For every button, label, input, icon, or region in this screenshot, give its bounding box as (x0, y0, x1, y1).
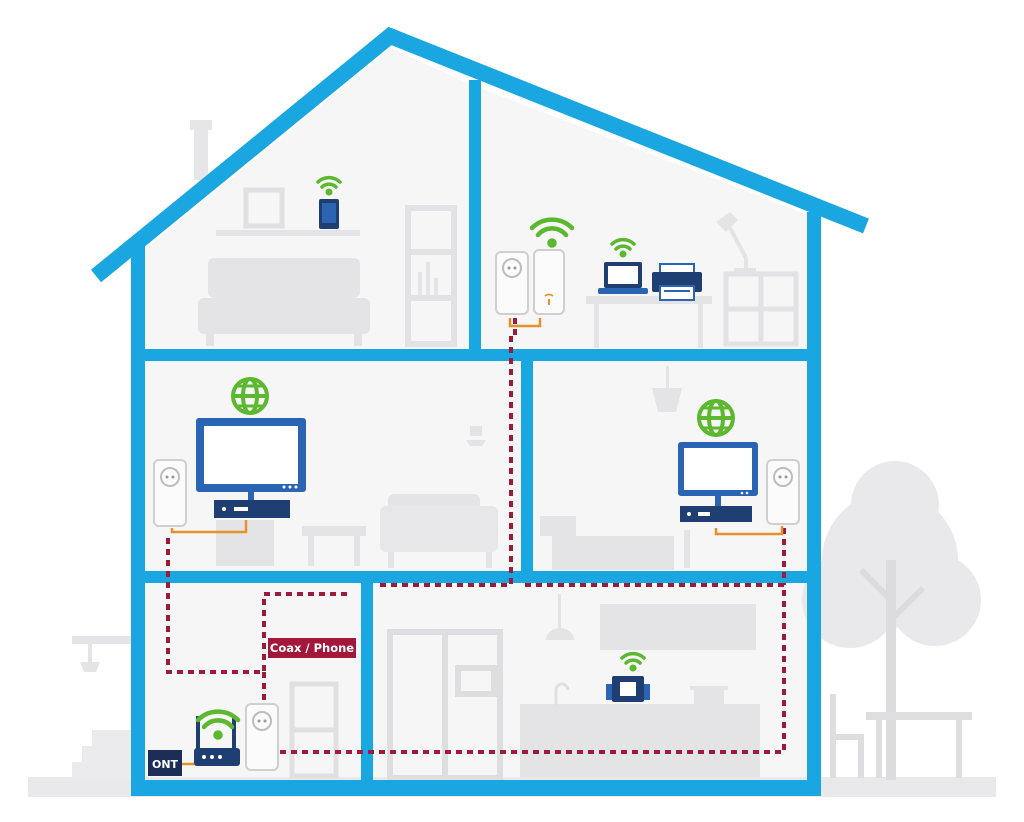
powerline-adapter-icon (766, 459, 800, 525)
chimney (190, 120, 212, 180)
outside-lamp (72, 636, 132, 672)
tv-icon (196, 418, 306, 502)
wifi-icon (529, 217, 575, 248)
pendant-lamp (652, 366, 682, 412)
coax-phone-label: Coax / Phone (268, 638, 356, 658)
laptop-icon (598, 262, 648, 294)
furniture (198, 187, 799, 781)
roof (90, 26, 869, 283)
ont-label-text: ONT (152, 758, 179, 771)
wifi-icon (195, 709, 241, 740)
armchair (380, 494, 498, 568)
router-icon (194, 716, 240, 766)
wall-shelf (216, 230, 360, 236)
sofa-attic (198, 258, 370, 346)
kitchen-cabinets (600, 604, 756, 650)
wifi-icon (620, 651, 646, 672)
coffee-table (302, 526, 366, 566)
bookshelf (405, 205, 457, 347)
background-scenery (28, 48, 996, 797)
powerline-adapter-icon (153, 459, 187, 527)
wifi-extender-icon (533, 249, 565, 315)
coax-phone-label-text: Coax / Phone (270, 641, 354, 655)
powerline-adapter-icon (245, 703, 279, 771)
basement-cabinet (289, 681, 339, 779)
wifi-icon (610, 237, 636, 258)
tv-bench (540, 516, 674, 570)
picture-frame (243, 187, 285, 229)
powerline-connections (166, 318, 786, 754)
globe-icon (231, 377, 269, 415)
house-walls (90, 26, 869, 796)
set-top-box-icon (214, 500, 290, 518)
outside-stairs (72, 730, 132, 780)
globe-icon (697, 399, 735, 437)
desk (586, 296, 712, 304)
smartphone-icon (319, 199, 339, 229)
tv-icon (678, 442, 758, 506)
ont-label: ONT (148, 750, 182, 776)
cooking-pot (690, 686, 728, 704)
powerline-adapter-icon (495, 251, 529, 315)
radio-icon (606, 676, 650, 702)
desk-lamp (716, 212, 756, 273)
outside-table (830, 694, 972, 778)
kitchen-counter (520, 682, 760, 778)
wifi-icon (316, 175, 342, 196)
kitchen-pendant (546, 594, 574, 640)
set-top-box-icon (680, 506, 752, 522)
drawer-cabinet (723, 271, 799, 347)
printer-icon (652, 263, 702, 301)
wall-light (466, 426, 486, 446)
tree-icon (802, 461, 981, 780)
